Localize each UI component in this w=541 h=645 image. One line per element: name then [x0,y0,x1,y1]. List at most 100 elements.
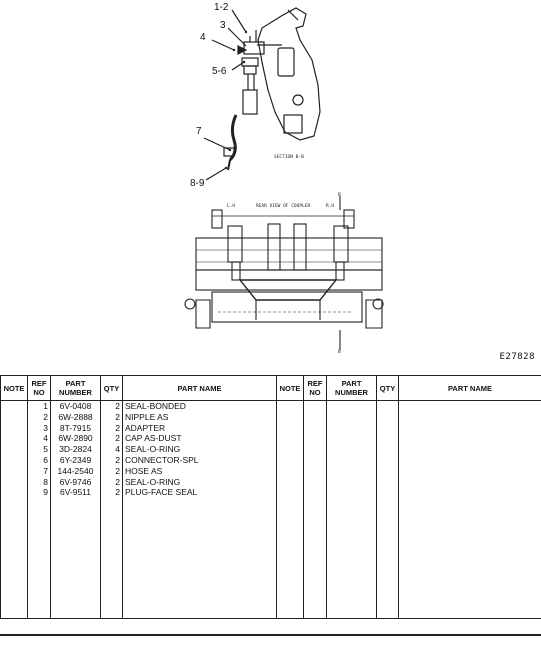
callout-3: 3 [220,20,226,31]
note-cell-2 [276,487,304,499]
right-fitting-stack [333,225,349,263]
ref-cell: 1 [27,400,51,412]
ref-cell-2 [303,433,327,445]
qty-cell-2 [376,476,399,488]
qty-cell: 2 [100,454,123,466]
part-name-cell: CAP AS-DUST [122,433,277,445]
qty-cell-2 [376,400,399,412]
header-qty-2: QTY [376,375,399,401]
header-part-name: PART NAME [122,375,277,401]
part-number-cell-2 [326,400,377,412]
part-number-cell: 6W-2888 [50,411,101,423]
qty-cell-2 [376,444,399,455]
qty-cell-2 [376,454,399,466]
qty-cell-2 [376,487,399,499]
note-cell [0,411,28,423]
note-cell [0,422,28,434]
part-number-cell: 6V-9511 [50,487,101,499]
qty-cell: 2 [100,400,123,412]
part-name-cell-2 [398,487,541,499]
part-number-cell: 6V-0408 [50,400,101,412]
qty-cell-2 [376,433,399,445]
part-name-cell [122,498,277,620]
table-row-empty [0,498,541,620]
part-name-cell: SEAL-O-RING [122,476,277,488]
part-name-cell: NIPPLE AS [122,411,277,423]
note-cell [0,498,28,620]
note-cell-2 [276,400,304,412]
part-number-cell: 6V-9746 [50,476,101,488]
ref-cell: 2 [27,411,51,423]
part-name-cell-2 [398,454,541,466]
header-note: NOTE [0,375,28,401]
figure-id: E27828 [499,352,535,362]
ref-cell-2 [303,422,327,434]
ref-cell-2 [303,411,327,423]
bracket-block [283,114,303,134]
ref-cell: 8 [27,476,51,488]
left-fitting-stack [227,225,243,263]
note-cell-2 [276,411,304,423]
bracket-outline [257,7,321,141]
qty-cell-2 [376,422,399,434]
exploded-view-drawing: 1-2 3 4 5-6 7 8-9 SECTION B-B REAR VIEW … [184,2,535,362]
note-cell-2 [276,465,304,477]
part-name-cell-2 [398,422,541,434]
note-cell-2 [276,444,304,455]
part-number-cell: 144-2540 [50,465,101,477]
ref-cell: 3 [27,422,51,434]
ref-cell-2 [303,400,327,412]
ref-cell [27,498,51,620]
qty-cell: 2 [100,433,123,445]
part-number-cell-2 [326,433,377,445]
qty-cell-2 [376,465,399,477]
callout-5-6: 5-6 [212,66,227,77]
note-cell-2 [276,454,304,466]
part-name-cell-2 [398,498,541,620]
view-right-tag: R.H [326,204,335,209]
note-cell [0,400,28,412]
part-number-cell: 6W-2890 [50,433,101,445]
ref-cell: 4 [27,433,51,445]
note-cell-2 [276,476,304,488]
part-number-cell-2 [326,444,377,455]
callout-1-2: 1-2 [214,2,229,13]
part-number-cell-2 [326,454,377,466]
part-name-cell: CONNECTOR-SPL [122,454,277,466]
note-cell [0,444,28,455]
ref-cell-2 [303,454,327,466]
ref-cell: 9 [27,487,51,499]
part-name-cell-2 [398,465,541,477]
note-cell [0,487,28,499]
ref-cell: 7 [27,465,51,477]
part-number-cell [50,498,101,620]
note-cell [0,465,28,477]
note-cell [0,476,28,488]
fitting-top [243,41,265,55]
section-label: SECTION B-B [274,155,304,160]
header-qty: QTY [100,375,123,401]
note-cell [0,454,28,466]
ref-cell-2 [303,476,327,488]
note-cell-2 [276,422,304,434]
part-name-cell-2 [398,411,541,423]
ref-cell-2 [303,487,327,499]
part-number-cell: 8T-7915 [50,422,101,434]
note-cell-2 [276,433,304,445]
bracket-bolt [292,94,304,106]
part-number-cell-2 [326,422,377,434]
line-drawing [184,7,384,350]
callout-7: 7 [196,126,202,137]
part-name-cell: HOSE AS [122,465,277,477]
